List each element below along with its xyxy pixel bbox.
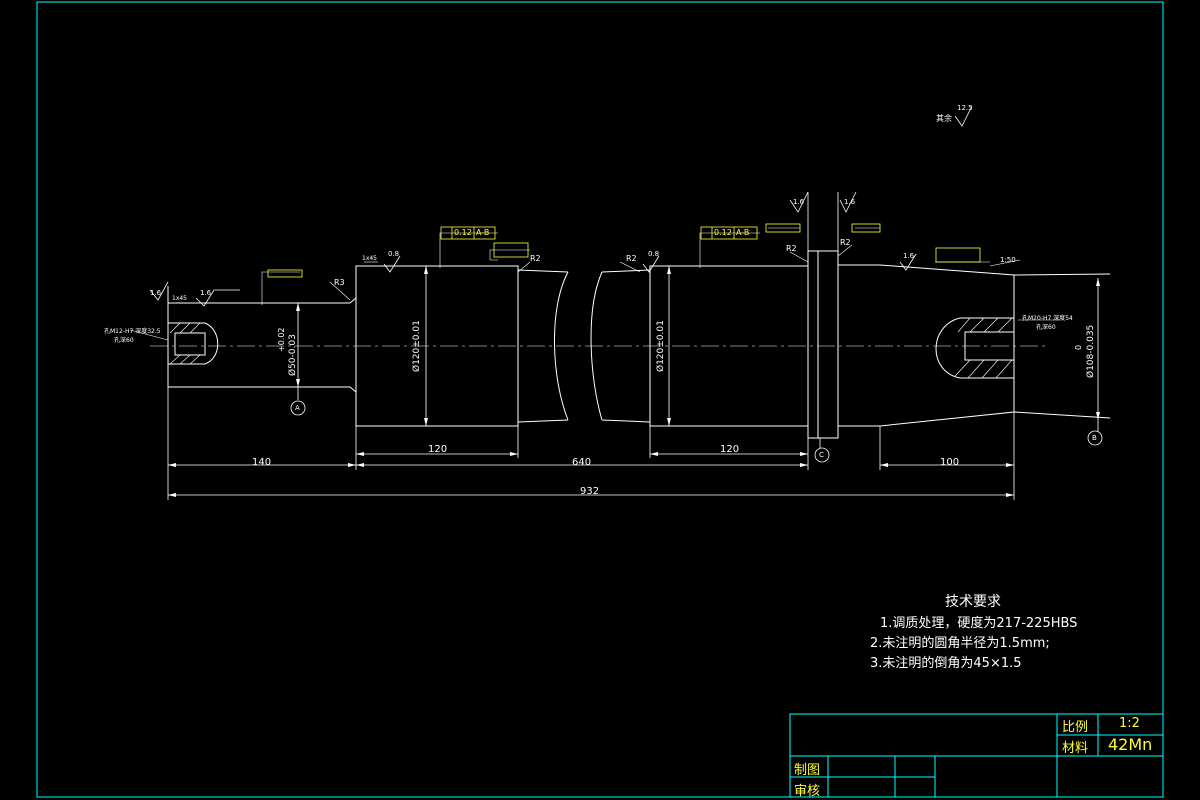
frame-a-tolerance: 0.12 [454, 228, 472, 237]
requirements-title: 技术要求 [945, 594, 1001, 610]
fillet-d: R2 [840, 238, 851, 247]
checked-label: 审核 [794, 784, 821, 799]
roughness-mid-a: 0.8 [388, 250, 400, 258]
datum-b: B [1092, 434, 1097, 442]
right-hole-note: 孔M20-H7 深度54 [1022, 315, 1073, 322]
roughness-flange-left: 1.6 [793, 198, 805, 206]
hole-hatch [169, 317, 1013, 379]
roughness-symbols [149, 105, 973, 307]
dim-140: 140 [252, 457, 272, 468]
roughness-mid-b: 0.8 [648, 250, 660, 258]
dim-100: 100 [940, 457, 960, 468]
overall-roughness-label: 其余 [936, 114, 952, 123]
fillet-c: R2 [786, 244, 797, 253]
chamfer-left: 1x45 [172, 295, 188, 302]
chamfer-mid: 1x45 [362, 255, 378, 262]
right-hole-note-2: 孔深60 [1036, 324, 1056, 331]
datum-c: C [819, 451, 824, 459]
datum-markers [290, 387, 1103, 463]
requirement-item-3: 3.未注明的倒角为45×1.5 [870, 656, 1022, 671]
drawing-border [36, 1, 1164, 798]
left-hole-note-2: 孔深60 [114, 337, 134, 344]
fillet-left: R3 [334, 278, 345, 287]
dim-mid-diameter-b: Ø120±0.01 [656, 320, 666, 372]
leaders [129, 227, 1060, 341]
frame-a-datum: A-B [476, 228, 490, 237]
dim-right-diameter-tol: 0 [1074, 344, 1083, 350]
dim-932: 932 [580, 486, 600, 497]
dim-mid-diameter-a: Ø120±0.01 [412, 320, 422, 372]
roughness-flange-right: 1.6 [844, 198, 856, 206]
dim-right-diameter: Ø108-0.035 [1086, 324, 1096, 378]
frame-b-datum: A-B [736, 228, 750, 237]
scale-value: 1:2 [1119, 716, 1140, 731]
dimension-arrows [168, 266, 1100, 497]
roughness-right: 1.6 [903, 252, 915, 260]
material-value: 42Mn [1108, 735, 1153, 754]
fillet-b: R2 [626, 254, 637, 263]
requirement-item-1: 1.调质处理，硬度为217-225HBS [880, 616, 1078, 631]
left-hole-note: 孔M12-H7 深度32.5 [104, 328, 161, 335]
overall-roughness-value: 12.5 [957, 104, 973, 112]
shaft-outline [167, 250, 1111, 439]
dim-640: 640 [572, 457, 592, 468]
frame-b-tolerance: 0.12 [714, 228, 732, 237]
drawn-label: 制图 [794, 763, 821, 778]
dim-left-diameter: Ø50-0.03 [288, 334, 298, 376]
scale-label: 比例 [1062, 720, 1089, 735]
datum-a: A [295, 404, 300, 412]
taper-ratio: 1:50 [1000, 256, 1016, 264]
roughness-left-end: 1.6 [150, 289, 162, 297]
title-block-lines [789, 713, 1164, 798]
dim-120-a: 120 [428, 444, 448, 455]
dim-120-b: 120 [720, 444, 740, 455]
dim-left-diameter-tol: +0.02 [277, 327, 286, 352]
tolerance-frames [267, 223, 981, 278]
requirement-item-2: 2.未注明的圆角半径为1.5mm; [870, 636, 1050, 651]
material-label: 材料 [1062, 741, 1089, 756]
fillet-a: R2 [530, 254, 541, 263]
roughness-left: 1.6 [200, 289, 212, 297]
